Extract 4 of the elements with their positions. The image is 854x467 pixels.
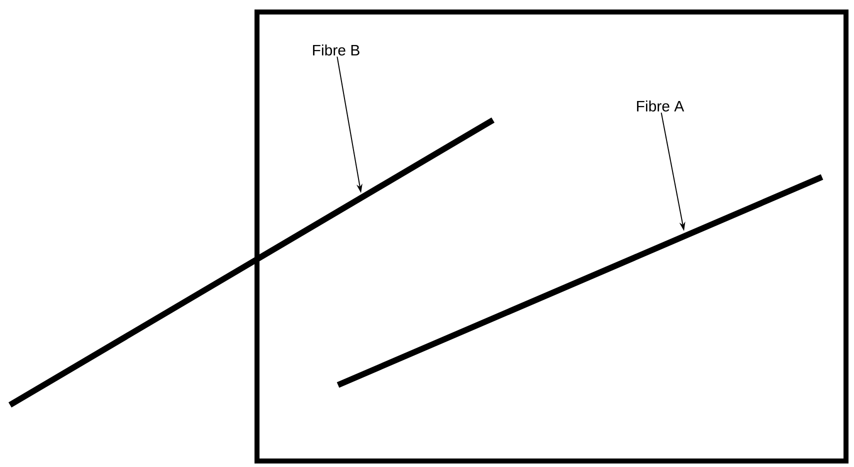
fibre [8, 117, 495, 408]
fibre-label: Fibre B [313, 44, 360, 56]
fibre [336, 174, 824, 388]
fibre-label: Fibre A [637, 100, 684, 112]
